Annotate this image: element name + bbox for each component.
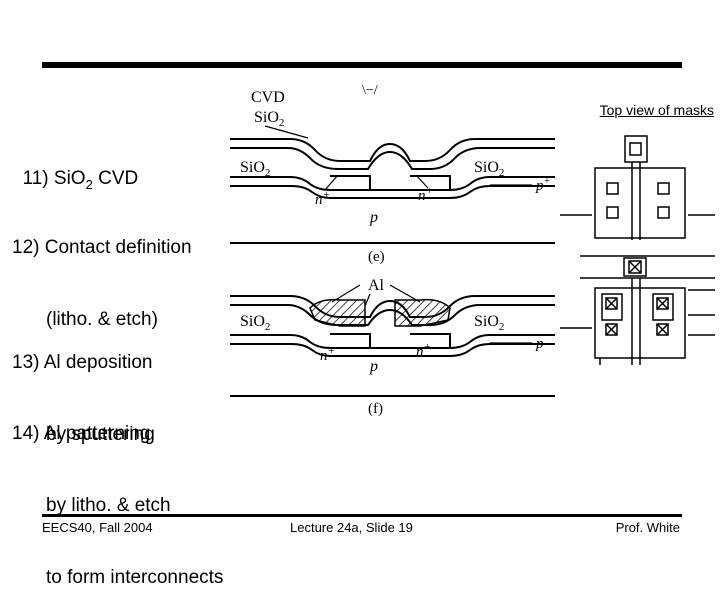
- mask-view-label: Top view of masks: [599, 102, 714, 118]
- step-14-line-1: 14) Al patterning: [12, 423, 151, 444]
- cross-section-f: [230, 295, 555, 397]
- top-rule: [42, 62, 682, 68]
- al-arrow-center: [364, 293, 371, 307]
- step-11-subscript: 2: [85, 176, 93, 192]
- cross-section-e: [230, 138, 555, 244]
- n-arrow-left-e: [324, 174, 339, 191]
- step-13: 13) Al deposition by sputtering: [12, 303, 155, 471]
- bottom-rule: [42, 514, 682, 517]
- step-13-line-2: by sputtering: [46, 424, 155, 445]
- n-arrow-right-e: [415, 174, 429, 189]
- process-diagram: \−/ CVD SiO2 SiO2 SiO2 n+ n+ p p+ (e) Al: [230, 83, 715, 417]
- step-14: 14) Al patterning by litho. & etch to fo…: [12, 374, 223, 614]
- p-plus-e: p+: [535, 176, 550, 194]
- cvd-sio2-label: SiO2: [254, 109, 284, 129]
- footer-author: Prof. White: [615, 520, 680, 535]
- p-substrate-e: p: [369, 209, 378, 226]
- step-11-text: 11) SiO: [22, 168, 86, 189]
- step-11-text-end: CVD: [92, 168, 139, 189]
- sio2-right-f: SiO2: [474, 313, 504, 333]
- step-12-line-1: 12) Contact definition: [12, 237, 192, 258]
- p-label-f: p: [535, 336, 544, 352]
- step-14-line-2: by litho. & etch: [46, 495, 171, 516]
- n-plus-right-f: n+: [416, 341, 431, 360]
- step-12: 12) Contact definition (litho. & etch): [12, 188, 192, 356]
- step-13-line-1: 13) Al deposition: [12, 352, 153, 373]
- sio2-left-f: SiO2: [240, 313, 270, 333]
- cvd-arrow: [264, 125, 309, 139]
- step-11: 11) SiO2 CVD: [12, 143, 139, 197]
- al-label: Al: [368, 277, 385, 294]
- footer-course: EECS40, Fall 2004: [42, 520, 153, 535]
- footer-slide-number: Lecture 24a, Slide 19: [290, 520, 413, 535]
- step-14-line-3: to form interconnects: [46, 567, 224, 588]
- cvd-label: CVD: [251, 89, 285, 106]
- n-plus-left-f: n+: [320, 345, 335, 364]
- n-plus-left-e: n+: [315, 189, 330, 208]
- p-substrate-f: p: [369, 358, 378, 375]
- sio2-left-e: SiO2: [240, 159, 270, 179]
- label-f: (f): [368, 401, 383, 417]
- step-12-line-2: (litho. & etch): [46, 309, 158, 330]
- mask-view-upper: [560, 135, 715, 240]
- label-e: (e): [368, 249, 385, 265]
- n-plus-right-e: n+: [418, 185, 433, 204]
- top-fragment-label: \−/: [362, 83, 378, 98]
- al-arrow-right: [389, 284, 421, 303]
- mask-view-lower: [560, 255, 715, 365]
- sio2-right-e: SiO2: [474, 159, 504, 179]
